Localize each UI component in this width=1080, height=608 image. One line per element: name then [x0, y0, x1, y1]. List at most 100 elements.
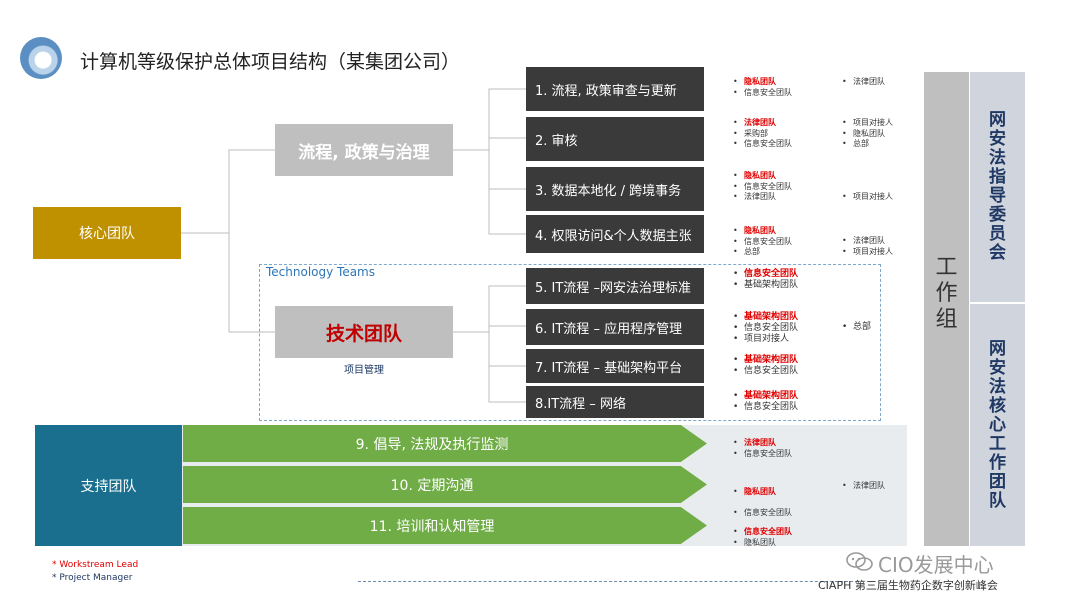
vertical-char: 指 — [989, 167, 1006, 187]
team: 法律团队 — [853, 77, 885, 86]
note-5-col1: •信息安全团队 •基础架构团队 — [733, 269, 799, 290]
workstream-7-box: 7. IT流程 – 基础架构平台 — [526, 349, 704, 383]
technology-team-box: 技术团队 — [275, 306, 453, 358]
team: 总部 — [744, 247, 760, 256]
note-1-col2: •法律团队 — [842, 77, 885, 86]
workstream-5-box: 5. IT流程 –网安法治理标准 — [526, 268, 704, 304]
lead-team: 法律团队 — [744, 118, 776, 127]
note-4-col1: •隐私团队 •信息安全团队 •总部 — [733, 226, 792, 256]
footer-divider — [358, 581, 858, 582]
vertical-char: 员 — [989, 224, 1006, 244]
workstream-3-box: 3. 数据本地化 / 跨境事务 — [526, 167, 704, 211]
vertical-char: 网 — [989, 338, 1006, 359]
vertical-char: 会 — [989, 243, 1006, 263]
lead-team: 隐私团队 — [744, 171, 776, 180]
support-arrow-10: 10. 定期沟通 — [183, 466, 707, 503]
note-8-col1: •基础架构团队 •信息安全团队 — [733, 391, 799, 412]
vertical-char: 核 — [989, 395, 1006, 416]
connector-process-1 — [453, 88, 526, 151]
note-6-col1: •基础架构团队 •信息安全团队 •项目对接人 — [733, 312, 799, 344]
team: 信息安全团队 — [744, 181, 792, 191]
lead-team: 基础架构团队 — [744, 355, 799, 365]
lead-team: 隐私团队 — [744, 226, 776, 235]
wechat-icon — [846, 552, 873, 571]
team: 采购部 — [744, 128, 768, 138]
steering-committee-label: 网安法指导委员会 — [989, 111, 1006, 263]
title-circle-icon — [20, 37, 62, 79]
core-working-team-panel: 网安法核心工作团队 — [970, 304, 1025, 546]
lead-team: 隐私团队 — [744, 77, 776, 86]
team: 基础架构团队 — [744, 280, 799, 290]
team: 法律团队 — [853, 481, 885, 490]
team: 法律团队 — [853, 236, 885, 245]
team: 隐私团队 — [744, 537, 776, 547]
note-10-col1: •隐私团队 •信息安全团队 — [733, 487, 792, 517]
vertical-char: 团 — [989, 471, 1006, 492]
legend: * Workstream Lead * Project Manager — [52, 559, 138, 585]
team: 法律团队 — [744, 192, 776, 201]
page-title: 计算机等级保护总体项目结构（某集团公司） — [80, 51, 461, 73]
legend-workstream-lead: * Workstream Lead — [52, 560, 139, 570]
team: 信息安全团队 — [744, 236, 792, 246]
core-working-team-label: 网安法核心工作团队 — [989, 338, 1006, 511]
lead-team: 信息安全团队 — [744, 269, 799, 279]
vertical-char: 法 — [989, 376, 1006, 397]
team: 信息安全团队 — [744, 323, 799, 333]
note-3-col2: •项目对接人 — [842, 192, 893, 201]
team: 项目对接人 — [744, 334, 790, 344]
note-3-col1: •隐私团队 •信息安全团队 •法律团队 — [733, 171, 792, 201]
connector-process-4 — [488, 150, 526, 235]
vertical-char: 工 — [989, 433, 1006, 454]
support-arrow-11: 11. 培训和认知管理 — [183, 507, 707, 544]
support-arrow-9: 9. 倡导, 法规及执行监测 — [183, 425, 707, 462]
vertical-char: 安 — [989, 357, 1006, 378]
lead-team: 基础架构团队 — [744, 391, 799, 401]
working-group-bar — [924, 72, 969, 546]
note-1-col1: •隐私团队 •信息安全团队 — [733, 77, 792, 97]
vertical-char: 导 — [989, 186, 1006, 206]
watermark-text: CIO发展中心 — [878, 553, 994, 577]
note-9-col1: •法律团队 •信息安全团队 — [733, 438, 792, 458]
legend-project-manager: * Project Manager — [52, 573, 133, 583]
vertical-char: 队 — [989, 490, 1006, 511]
team: 信息安全团队 — [744, 508, 792, 517]
team: 信息安全团队 — [744, 139, 792, 148]
steering-committee-panel: 网安法指导委员会 — [970, 72, 1025, 302]
team: 信息安全团队 — [744, 366, 799, 376]
team: 信息安全团队 — [744, 87, 792, 97]
team: 总部 — [853, 322, 872, 332]
team: 项目对接人 — [853, 118, 893, 127]
team: 项目对接人 — [853, 246, 893, 256]
connector-tech-8 — [488, 332, 526, 403]
team: 隐私团队 — [853, 128, 885, 138]
note-4-col2: •法律团队 •项目对接人 — [842, 236, 893, 256]
note-7-col1: •基础架构团队 •信息安全团队 — [733, 355, 799, 376]
vertical-char: 委 — [989, 205, 1006, 225]
note-6-col2: •总部 — [842, 322, 872, 332]
vertical-char: 心 — [989, 414, 1006, 435]
lead-team: 信息安全团队 — [744, 527, 792, 536]
vertical-char: 作 — [989, 452, 1006, 473]
vertical-char: 法 — [989, 148, 1006, 168]
team: 项目对接人 — [853, 192, 893, 201]
core-team-box: 核心团队 — [33, 207, 181, 259]
summit-label: CIAPH 第三届生物药企数字创新峰会 — [818, 579, 998, 592]
support-team-box: 支持团队 — [35, 425, 182, 546]
team: 信息安全团队 — [744, 402, 799, 412]
lead-team: 基础架构团队 — [744, 312, 799, 322]
workstream-8-box: 8.IT流程 – 网络 — [526, 386, 704, 418]
note-10-col2: •法律团队 — [842, 481, 885, 490]
team: 信息安全团队 — [744, 448, 792, 458]
note-2-col2: •项目对接人 •隐私团队 •总部 — [842, 118, 893, 148]
connector-core-process — [181, 149, 275, 234]
process-policy-governance-box: 流程, 政策与治理 — [275, 124, 453, 176]
workstream-1-box: 1. 流程, 政策审查与更新 — [526, 67, 704, 111]
note-11-col1: •信息安全团队 •隐私团队 — [733, 527, 792, 547]
connector-tech-5 — [453, 285, 526, 333]
workstream-2-box: 2. 审核 — [526, 117, 704, 161]
note-2-col1: •法律团队 •采购部 •信息安全团队 — [733, 118, 792, 148]
vertical-char: 网 — [989, 110, 1006, 130]
lead-team: 隐私团队 — [744, 487, 776, 496]
